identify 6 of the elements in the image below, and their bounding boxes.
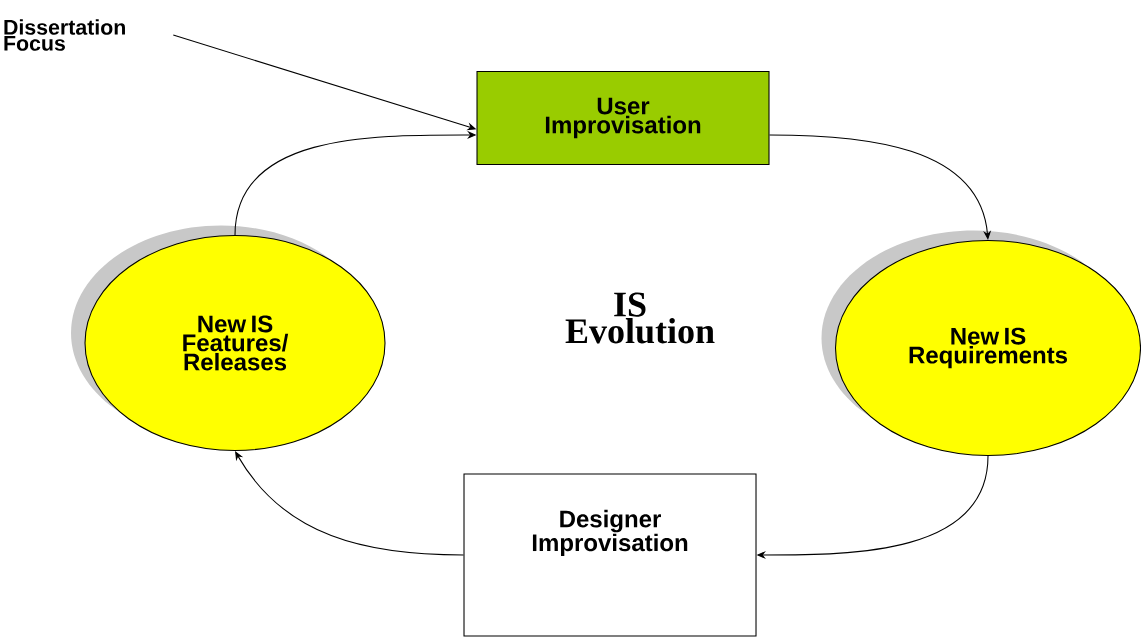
focus-label: Dissertation Focus — [4, 19, 125, 51]
center-title: IS Evolution — [565, 292, 715, 344]
process-box: Designer Improvisation — [463, 473, 757, 637]
arrow — [235, 451, 464, 556]
process-box: User Improvisation — [476, 70, 770, 166]
arrow — [769, 134, 992, 240]
